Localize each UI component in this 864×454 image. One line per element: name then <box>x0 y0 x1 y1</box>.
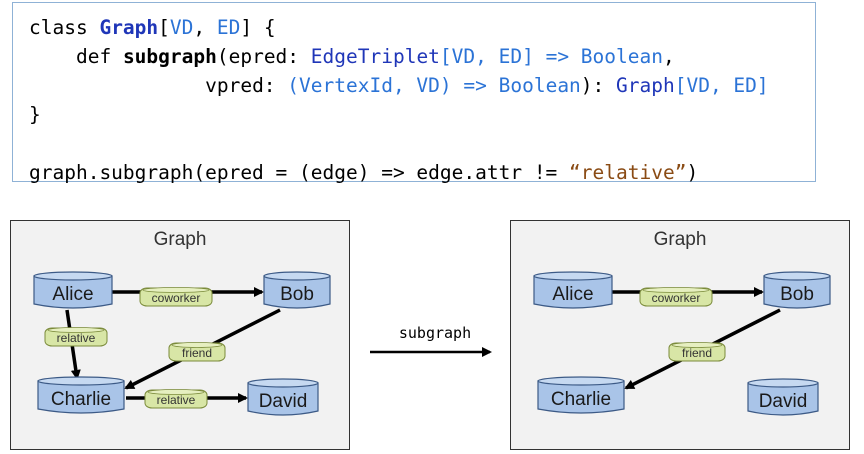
code-line-2: def subgraph(epred: EdgeTriplet[VD, ED] … <box>29 42 815 71</box>
vertex-bob: Bob <box>763 271 831 309</box>
code-param: vpred: <box>205 74 288 97</box>
edge-label-coworker: coworker <box>139 287 213 307</box>
svg-text:coworker: coworker <box>152 291 201 305</box>
code-brace: { <box>252 16 276 39</box>
right-graph-title: Graph <box>653 229 707 250</box>
vertex-alice: Alice <box>33 271 113 309</box>
svg-text:Charlie: Charlie <box>51 389 111 410</box>
svg-text:David: David <box>759 391 808 412</box>
code-bracket: ] <box>240 16 253 39</box>
code-line-6: graph.subgraph(epred = (edge) => edge.at… <box>29 158 815 187</box>
svg-text:coworker: coworker <box>652 291 701 305</box>
code-indent <box>29 74 205 97</box>
vertex-bob: Bob <box>263 271 331 309</box>
code-bracket: [ <box>158 16 170 39</box>
code-line-5 <box>29 129 815 158</box>
vertex-charlie: Charlie <box>37 376 125 414</box>
operation-label: subgraph <box>398 324 472 342</box>
code-type-generic: [VD, ED] => Boolean <box>439 45 663 68</box>
code-punct: ): <box>580 74 617 97</box>
code-type-param: VD <box>169 16 194 39</box>
edge-label-relative: relative <box>44 327 108 347</box>
code-keyword: def <box>75 45 123 68</box>
code-keyword: class <box>29 16 100 39</box>
code-type-param: ED <box>216 16 241 39</box>
code-comma: , <box>193 16 217 39</box>
code-type: EdgeTriplet <box>310 45 440 68</box>
code-line-1: class Graph[VD, ED] { <box>29 13 815 42</box>
subgraph-diagram: Graph Graph subgraph coworker relative fri… <box>0 200 864 454</box>
svg-text:friend: friend <box>682 346 712 360</box>
vertex-charlie: Charlie <box>537 376 625 414</box>
edge-label-friend: friend <box>668 342 726 362</box>
code-param: (epred: <box>216 45 311 68</box>
vertex-david: David <box>747 378 819 416</box>
code-block: class Graph[VD, ED] { def subgraph(epred… <box>12 2 816 184</box>
svg-text:Alice: Alice <box>552 284 593 305</box>
edge-label-friend: friend <box>168 342 226 362</box>
left-graph-title: Graph <box>153 229 207 250</box>
svg-text:friend: friend <box>182 346 212 360</box>
code-punct: , <box>662 45 675 68</box>
vertex-alice: Alice <box>533 271 613 309</box>
code-type: (VertexId, VD) => Boolean <box>287 74 581 97</box>
svg-text:Bob: Bob <box>780 284 814 305</box>
code-punct: ) <box>686 161 699 184</box>
graph-drawing: coworker relative friend relative Alice BobCh… <box>33 271 831 416</box>
edge-label-relative: relative <box>144 389 208 409</box>
left-graph: coworker relative friend relative Alice BobCh… <box>33 271 331 416</box>
svg-text:relative: relative <box>57 331 96 345</box>
code-call: graph.subgraph(epred = (edge) => edge.at… <box>29 161 570 184</box>
code-class-name: Graph <box>99 16 159 39</box>
edge-label-coworker: coworker <box>639 287 713 307</box>
svg-text:relative: relative <box>157 393 196 407</box>
code-indent <box>29 45 76 68</box>
code-return-type: Graph <box>616 74 675 97</box>
vertex-david: David <box>247 378 319 416</box>
svg-text:Charlie: Charlie <box>551 389 611 410</box>
svg-text:Bob: Bob <box>280 284 314 305</box>
code-line-3: vpred: (VertexId, VD) => Boolean): Graph… <box>29 71 815 100</box>
svg-text:Alice: Alice <box>52 284 93 305</box>
code-string-literal: “relative” <box>569 161 687 184</box>
code-method-name: subgraph <box>122 45 217 68</box>
code-type-generic: [VD, ED] <box>674 74 769 97</box>
svg-text:David: David <box>259 391 308 412</box>
code-line-4: } <box>29 103 41 126</box>
